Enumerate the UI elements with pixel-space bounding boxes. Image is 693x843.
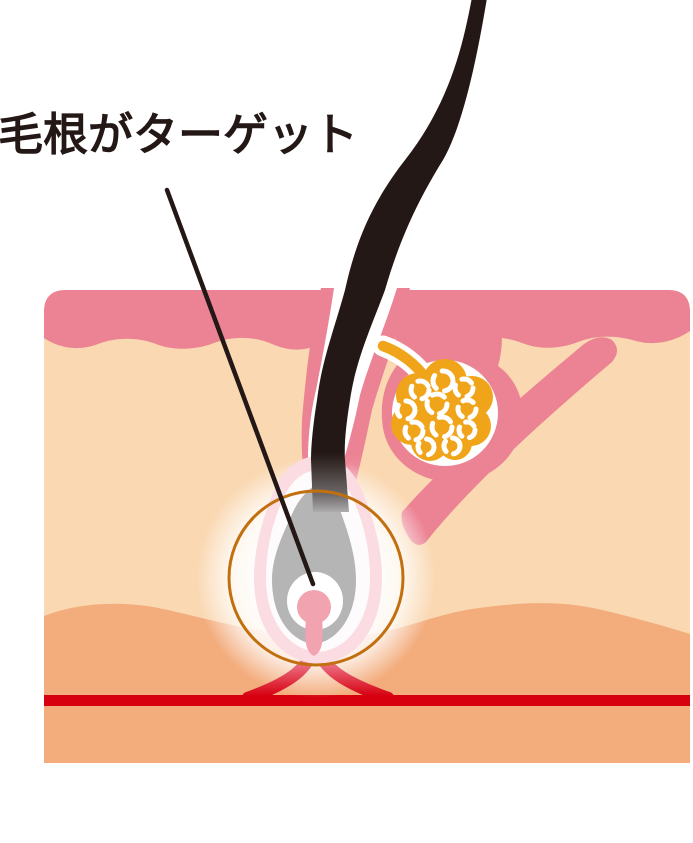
label-pointer-line: [164, 187, 316, 587]
epidermis-layer-left: [44, 290, 330, 350]
dermal-papilla: [297, 590, 331, 624]
target-highlight-circle: [227, 489, 405, 667]
blood-vessel: [44, 695, 690, 706]
gland-cell-ring: [455, 397, 479, 421]
gland-cell-ring: [415, 436, 437, 458]
sebaceous-gland-cell-marks: [394, 368, 479, 458]
hair-shaft: [311, 0, 487, 512]
gland-cell-ring: [430, 368, 456, 394]
gland-cell-ring: [441, 435, 463, 457]
gland-cell-ring: [456, 419, 478, 441]
gland-cell-ring: [429, 414, 455, 440]
sebaceous-gland: [372, 335, 498, 466]
annotation-label: 毛根がターゲット: [0, 108, 359, 161]
gland-cell-ring: [408, 378, 432, 402]
gland-cell-ring: [402, 419, 426, 443]
gland-cell-ring: [452, 376, 476, 400]
arrector-pili-muscle: [401, 337, 617, 545]
gland-cell-ring: [394, 398, 418, 422]
gland-cell-ring: [424, 391, 450, 417]
